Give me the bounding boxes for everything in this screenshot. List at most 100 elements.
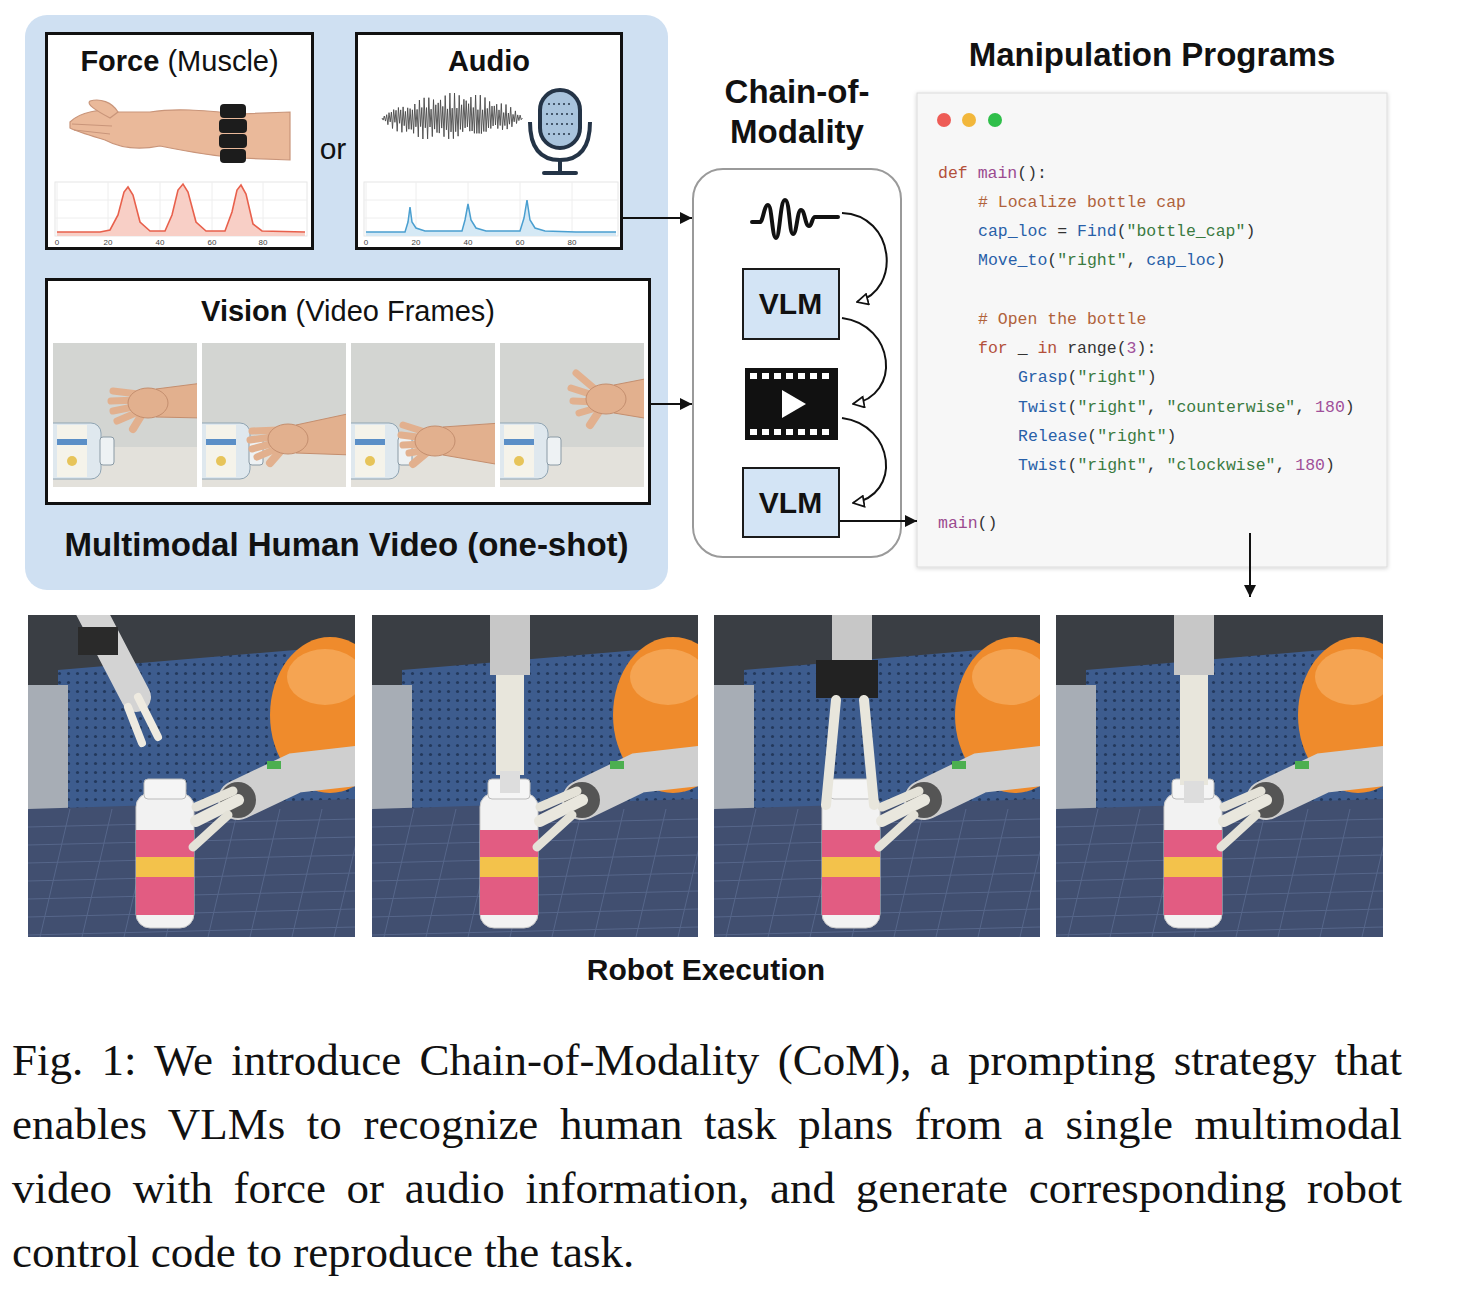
box-fill xyxy=(355,32,623,250)
top-flange xyxy=(1174,615,1214,675)
frame-wall xyxy=(500,343,644,487)
code-token xyxy=(1136,251,1146,270)
code-token: Move_to xyxy=(978,251,1047,270)
text-holder: Release("right") xyxy=(1018,426,1380,448)
table-grid xyxy=(292,809,322,937)
bottle-stripe xyxy=(1164,857,1222,877)
code-token: cap_loc xyxy=(1146,251,1215,270)
axis-tick: 0 xyxy=(55,238,59,247)
code-line: cap_loc = Find("bottle_cap") xyxy=(978,222,1255,241)
top-fingers xyxy=(128,697,158,743)
dome-highlight xyxy=(972,649,1040,705)
code-token: ) xyxy=(1345,398,1355,417)
video-icon xyxy=(745,368,838,440)
status-light xyxy=(952,761,966,769)
code-token: = xyxy=(1057,222,1067,241)
grid xyxy=(364,182,618,236)
label-holder: 60 xyxy=(200,238,224,248)
label-holder: 80 xyxy=(251,238,275,248)
code-token: for xyxy=(978,339,1008,358)
bottle-stripe xyxy=(480,857,538,877)
code-token: in xyxy=(1037,339,1057,358)
axis-tick: 60 xyxy=(516,238,525,247)
background-wall xyxy=(372,685,412,815)
bottle-body xyxy=(351,423,399,479)
table-grid xyxy=(1320,809,1350,937)
group-box: Multimodal Human Video (one-shot)Force (… xyxy=(25,15,668,590)
mic-stand xyxy=(544,160,576,173)
text-regular: (Video Frames) xyxy=(288,295,495,327)
dome-highlight xyxy=(287,649,355,705)
table-grid xyxy=(384,809,414,937)
video-frames xyxy=(33,343,650,487)
arm-illustration xyxy=(70,100,290,163)
box-title: VLM xyxy=(759,486,822,519)
plot-frame xyxy=(55,182,307,236)
code-token xyxy=(1285,456,1295,475)
window-dot xyxy=(962,113,976,127)
video-frame xyxy=(202,343,346,487)
palm xyxy=(268,424,308,454)
bottle-label xyxy=(206,425,236,477)
process-box: Audio xyxy=(355,32,623,250)
top-flange xyxy=(832,615,872,661)
code-token: 3 xyxy=(1127,339,1137,358)
table-grid xyxy=(1362,809,1383,937)
table-grid xyxy=(936,809,966,937)
bottle-label xyxy=(480,830,538,915)
box-title: Vision (Video Frames) xyxy=(201,295,495,327)
finger-lines xyxy=(72,124,112,134)
bottle-cap xyxy=(547,437,561,465)
code-token: Grasp xyxy=(1018,368,1068,387)
text-holder: Twist("right", "counterwise", 180) xyxy=(1018,397,1380,419)
code-token: ) xyxy=(988,514,998,533)
table-grid xyxy=(372,927,698,935)
table-grid xyxy=(594,809,624,937)
code-line: # Localize bottle cap xyxy=(978,193,1186,212)
label-holder: 60 xyxy=(508,238,532,248)
axis-tick: 40 xyxy=(464,238,473,247)
force-chart xyxy=(55,182,307,236)
code-token xyxy=(1028,339,1038,358)
code-token: ) xyxy=(1027,164,1037,183)
side-arm xyxy=(582,765,698,800)
flow-arrow xyxy=(651,403,692,405)
frame-wall xyxy=(202,343,346,487)
code-token: def xyxy=(938,164,968,183)
text-holder: Vision (Video Frames) xyxy=(45,294,651,328)
panel-ground xyxy=(25,15,668,590)
background-wall xyxy=(28,685,68,815)
wristband-segment xyxy=(219,119,247,133)
flow-arrow xyxy=(623,217,692,219)
table-grid xyxy=(1110,809,1140,937)
axis-tick: 80 xyxy=(259,238,268,247)
plot-frame xyxy=(364,182,618,236)
robot-photo xyxy=(28,615,355,937)
camera-box xyxy=(78,627,118,655)
text-strong: Vision xyxy=(201,295,288,327)
text-holder: # Localize bottle cap xyxy=(978,192,1380,214)
side-fingers xyxy=(537,791,577,847)
window-dot xyxy=(988,113,1002,127)
robot-photo xyxy=(1056,615,1383,937)
box-title: Manipulation Programs xyxy=(969,36,1336,73)
grid xyxy=(55,182,307,236)
code-token: Twist xyxy=(1018,456,1068,475)
code-token: main xyxy=(938,514,978,533)
axis-tick: 20 xyxy=(412,238,421,247)
bottle-label xyxy=(355,425,385,477)
palm xyxy=(586,384,626,414)
code-token: "right" xyxy=(1097,427,1166,446)
table-grid xyxy=(978,809,1008,937)
film-body xyxy=(745,368,838,440)
code-token: "right" xyxy=(1057,251,1126,270)
bottle-stripe xyxy=(822,857,880,877)
wristband-segment xyxy=(220,104,246,118)
bottle-cap xyxy=(830,779,872,799)
audio-line xyxy=(366,200,616,232)
robot-photos xyxy=(0,605,1418,937)
group-box: Manipulation Programsdef main():# Locali… xyxy=(917,30,1387,567)
code-token: ) xyxy=(1167,427,1177,446)
code-line: # Open the bottle xyxy=(978,310,1146,329)
